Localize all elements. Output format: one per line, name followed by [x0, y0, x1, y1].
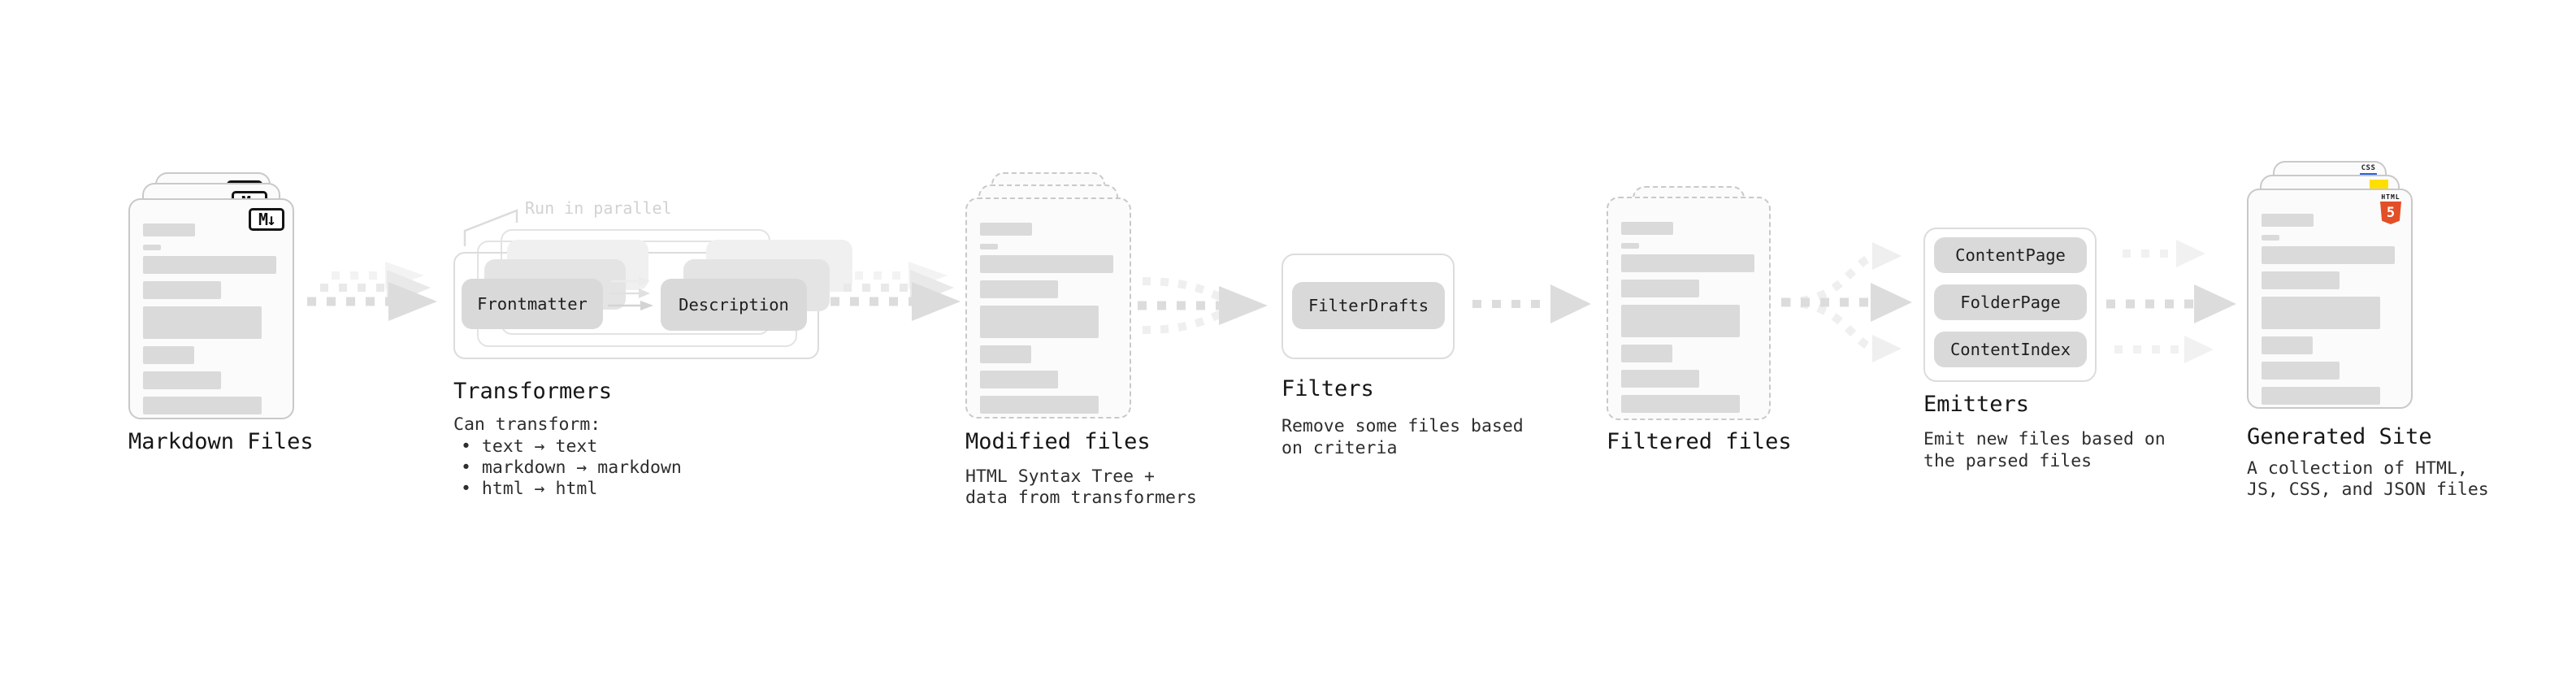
content-line-bar	[143, 256, 276, 274]
content-line-bar	[980, 255, 1113, 273]
modified-files-subtitle: HTML Syntax Tree +	[965, 466, 1155, 487]
stage-title-filters: Filters	[1281, 376, 1374, 401]
emitters-subtitle: the parsed files	[1923, 451, 2092, 471]
content-line-bar	[143, 306, 262, 339]
generated-site-subtitle: JS, CSS, and JSON files	[2247, 479, 2489, 500]
file-card-front	[1607, 197, 1771, 420]
content-line-bar	[980, 244, 998, 249]
content-line-bar	[2262, 297, 2380, 329]
transform-mini-arrows	[608, 276, 653, 310]
content-line-bar	[980, 280, 1058, 298]
transformers-bullet: • text → text	[461, 436, 598, 457]
transformers-subtitle: Can transform:	[453, 414, 601, 435]
stage-title-filtered-files: Filtered files	[1607, 429, 1792, 454]
generated-site-stack: CSS HTML 5	[2247, 161, 2413, 410]
content-line-bar	[2262, 271, 2340, 289]
content-line-bar	[1621, 345, 1672, 362]
content-line-bar	[980, 345, 1031, 363]
generated-site-subtitle: A collection of HTML,	[2247, 458, 2468, 479]
transformers-bullet: • markdown → markdown	[461, 458, 682, 478]
content-line-bar	[980, 396, 1099, 414]
emitters-subtitle: Emit new files based on	[1923, 429, 2166, 449]
flow-arrow-converge	[1138, 277, 1268, 334]
stage-title-generated-site: Generated Site	[2247, 424, 2432, 449]
content-line-bar	[143, 281, 221, 299]
content-line-bar	[1621, 395, 1740, 413]
filterdrafts-pill: FilterDrafts	[1292, 282, 1445, 329]
content-line-bar	[2262, 246, 2395, 264]
transformers-bullet: • html → html	[461, 479, 598, 499]
content-line-bar	[1621, 305, 1740, 337]
flow-arrow-triple	[2106, 240, 2236, 363]
content-line-bar	[2262, 362, 2340, 380]
file-card-front	[965, 197, 1131, 419]
content-line-bar	[980, 223, 1032, 236]
folderpage-pill: FolderPage	[1934, 284, 2087, 320]
markdown-files-stack: M↓ M↓ M↓	[128, 172, 295, 422]
description-pill: Description	[661, 279, 807, 331]
content-line-bar	[143, 346, 194, 364]
stage-title-markdown-files: Markdown Files	[128, 429, 314, 454]
modified-files-stack	[965, 172, 1131, 419]
content-line-bar	[2262, 336, 2313, 354]
content-line-bar	[143, 223, 195, 236]
content-line-bar	[980, 306, 1099, 338]
file-content-bars	[143, 223, 276, 414]
content-line-bar	[143, 245, 161, 250]
modified-files-subtitle: data from transformers	[965, 488, 1197, 508]
content-line-bar	[1621, 254, 1754, 272]
frontmatter-pill: Frontmatter	[462, 279, 603, 329]
content-line-bar	[1621, 243, 1639, 249]
content-line-bar	[1621, 370, 1699, 388]
content-line-bar	[2262, 387, 2380, 405]
contentindex-pill: ContentIndex	[1934, 332, 2087, 367]
content-line-bar	[143, 397, 262, 414]
content-line-bar	[2262, 214, 2314, 227]
css-icon: CSS	[2360, 165, 2377, 176]
filtered-files-stack	[1607, 186, 1771, 420]
stage-title-transformers: Transformers	[453, 379, 613, 404]
content-line-bar	[143, 371, 221, 389]
file-content-bars	[980, 223, 1113, 414]
filters-subtitle: Remove some files based	[1281, 416, 1524, 436]
markdown-icon: M↓	[249, 208, 284, 231]
content-line-bar	[980, 371, 1058, 388]
file-content-bars	[1621, 222, 1754, 413]
file-card-front: HTML 5	[2247, 189, 2413, 409]
flow-arrow-diverge	[1781, 242, 1912, 362]
contentpage-pill: ContentPage	[1934, 237, 2087, 273]
html5-icon: HTML 5	[2380, 194, 2401, 224]
stage-title-emitters: Emitters	[1923, 392, 2030, 417]
file-content-bars	[2262, 214, 2395, 405]
content-line-bar	[2262, 235, 2279, 241]
run-in-parallel-connector	[463, 209, 518, 246]
file-card-front: M↓	[128, 198, 294, 419]
javascript-icon	[2370, 180, 2388, 190]
content-line-bar	[1621, 222, 1673, 235]
filters-subtitle: on criteria	[1281, 438, 1398, 458]
run-in-parallel-label: Run in parallel	[525, 198, 672, 218]
content-line-bar	[1621, 280, 1699, 297]
flow-arrow	[1472, 284, 1591, 323]
stage-title-modified-files: Modified files	[965, 429, 1151, 454]
flow-arrow-stacked	[307, 262, 437, 321]
flow-arrow-stacked	[830, 262, 961, 321]
